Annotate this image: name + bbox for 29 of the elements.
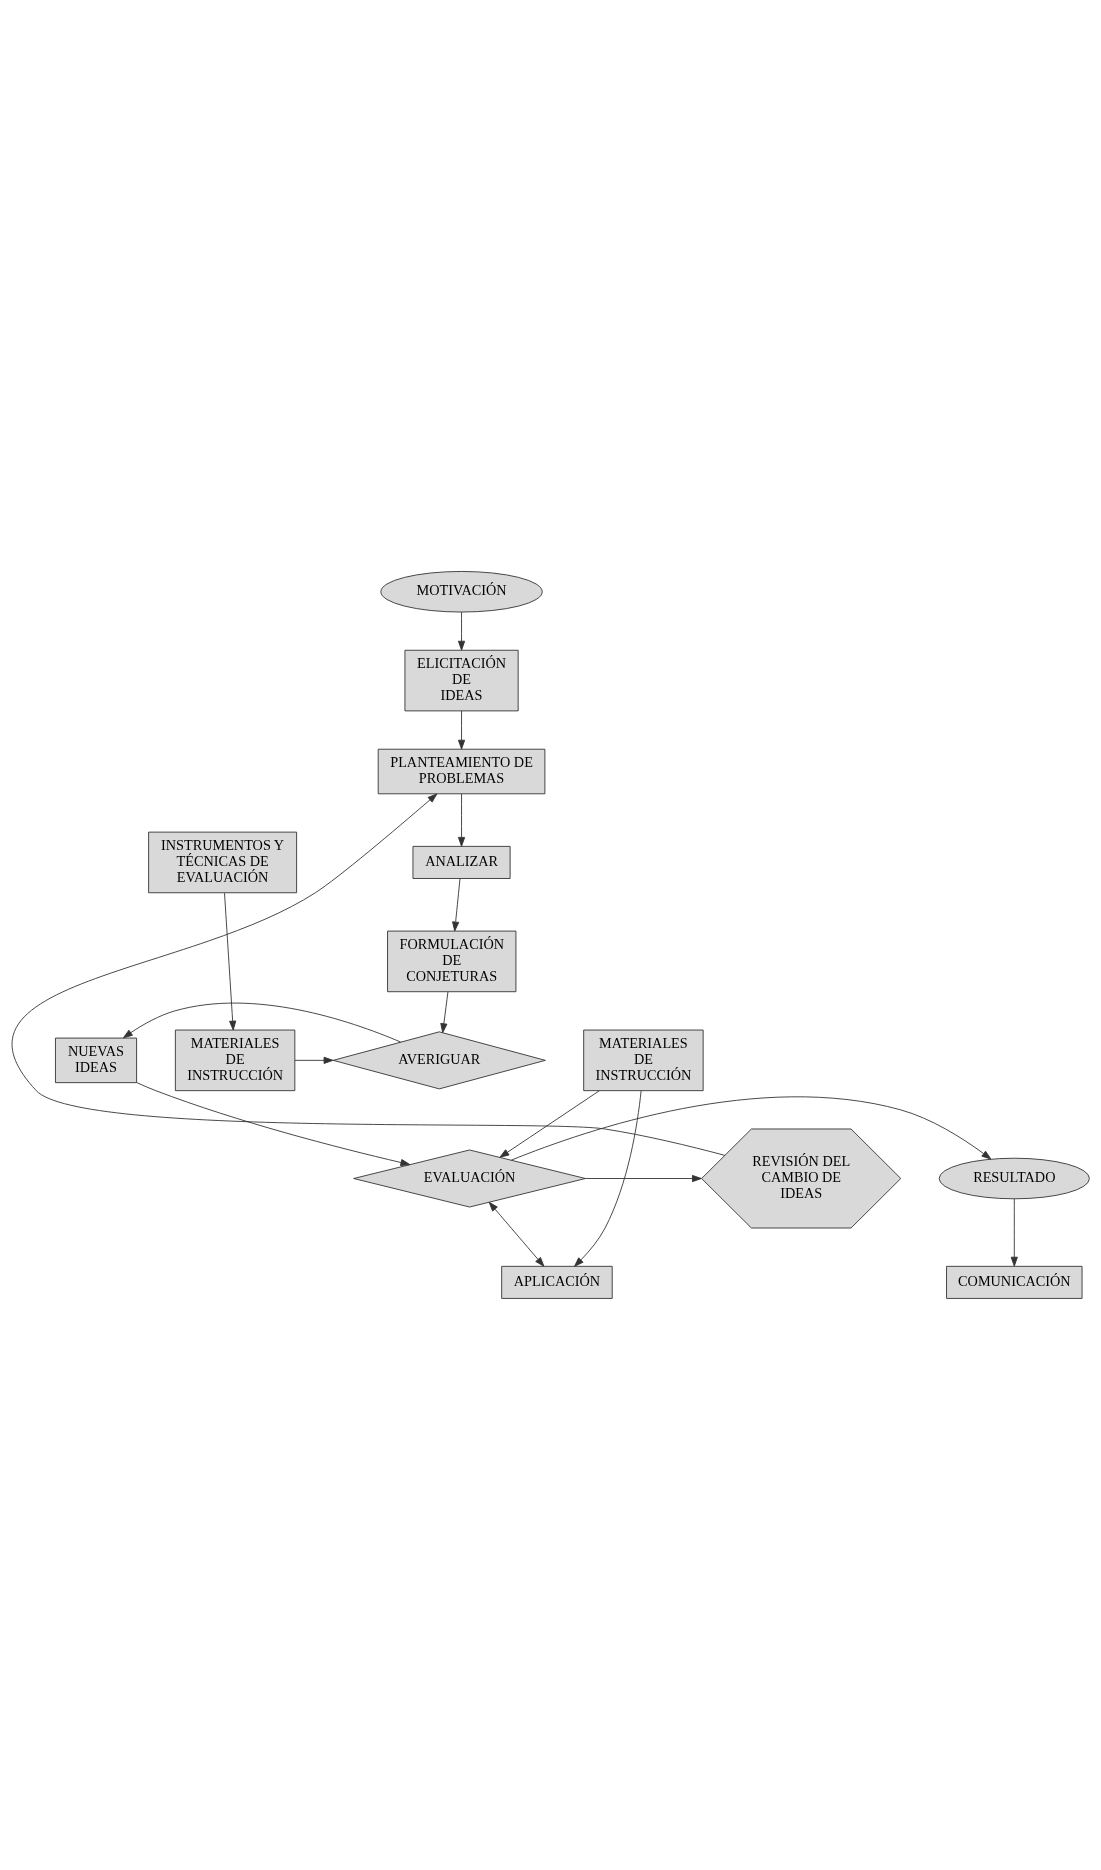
node-box: NUEVAS IDEAS bbox=[55, 1037, 138, 1084]
arrow bbox=[499, 1090, 600, 1158]
node-box: ANALIZAR bbox=[412, 845, 511, 879]
node-box: MATERIALES DE INSTRUCCIÓN bbox=[583, 1029, 704, 1092]
arrow bbox=[458, 710, 466, 750]
arrow bbox=[136, 1082, 411, 1167]
node-box: MATERIALES DE INSTRUCCIÓN bbox=[174, 1029, 296, 1092]
arrow bbox=[458, 611, 466, 651]
node-box: APLICACIÓN bbox=[501, 1265, 613, 1299]
arrow bbox=[122, 1002, 402, 1043]
node-box: FORMULACIÓN DE CONJETURAS bbox=[387, 930, 517, 993]
arrow bbox=[224, 892, 237, 1031]
arrow bbox=[1010, 1198, 1018, 1267]
arrow bbox=[585, 1174, 702, 1183]
arrow bbox=[458, 793, 466, 847]
node-box: PLANTEAMIENTO DE PROBLEMAS bbox=[377, 748, 546, 795]
arrow bbox=[11, 793, 726, 1156]
node-diamond: AVERIGUAR bbox=[332, 1031, 546, 1090]
node-ellipse: RESULTADO bbox=[938, 1157, 1090, 1200]
arrow bbox=[574, 1090, 642, 1267]
node-box: INSTRUMENTOS Y TÉCNICAS DE EVALUACIÓN bbox=[148, 831, 298, 894]
arrow bbox=[294, 1056, 334, 1064]
node-box: ELICITACIÓN DE IDEAS bbox=[404, 649, 519, 712]
node-ellipse: MOTIVACIÓN bbox=[380, 571, 543, 613]
arrow bbox=[440, 991, 449, 1034]
arrow bbox=[452, 878, 461, 932]
arrow bbox=[488, 1201, 545, 1267]
arrow bbox=[510, 1096, 992, 1161]
node-box: COMUNICACIÓN bbox=[946, 1265, 1083, 1299]
